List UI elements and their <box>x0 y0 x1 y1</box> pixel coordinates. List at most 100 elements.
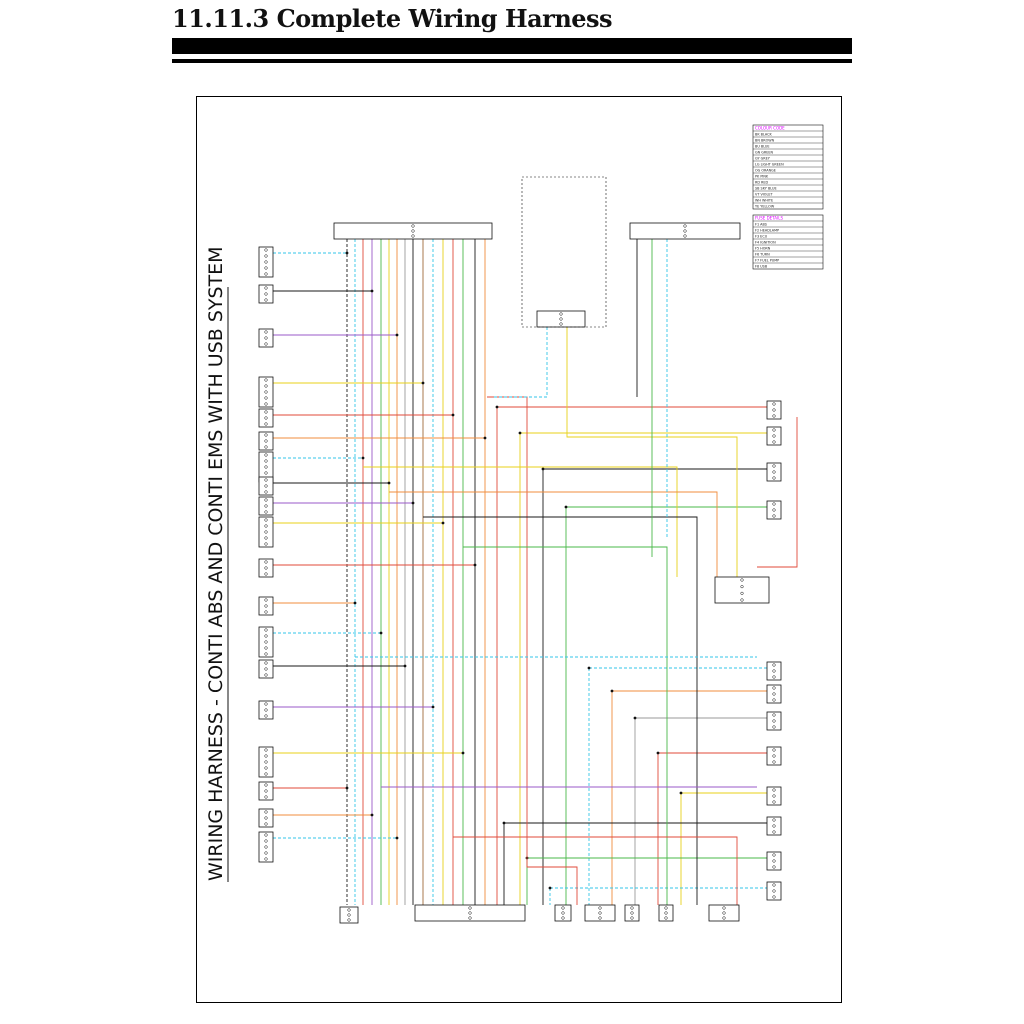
table-cell: BU BLUE <box>755 144 770 148</box>
left-connector <box>258 831 274 863</box>
table-cell: BN BROWN <box>755 138 775 142</box>
wire-junction <box>395 836 399 840</box>
table-cell: F5 HORN <box>755 246 771 250</box>
ecu-connector-strip <box>714 576 770 604</box>
connector-pin <box>264 857 268 861</box>
connector-pin <box>722 916 726 920</box>
connector-pin <box>264 330 268 334</box>
tail-lamp-box <box>521 176 607 328</box>
connector-pin <box>772 788 776 792</box>
connector-pin <box>630 911 634 915</box>
connector-pin <box>264 789 268 793</box>
connector-pin <box>264 754 268 758</box>
cross-wire <box>492 327 548 398</box>
connector-pin <box>264 484 268 488</box>
connector-pin <box>264 560 268 564</box>
left-connector <box>258 596 274 616</box>
connector-pin <box>772 692 776 696</box>
connector-pin <box>264 839 268 843</box>
table-cell: VT VIOLET <box>755 192 773 196</box>
table-cell: PK PINK <box>755 174 769 178</box>
connector-pin <box>411 229 415 233</box>
connector-pin <box>264 510 268 514</box>
connector-pin <box>772 675 776 679</box>
connector-pin <box>264 566 268 570</box>
right-connector <box>766 462 782 482</box>
wire-junction <box>633 716 637 720</box>
connector-pin <box>561 916 565 920</box>
connector-pin <box>772 408 776 412</box>
connector-pin <box>772 464 776 468</box>
bottom-connector <box>708 904 740 922</box>
connector-pin <box>264 708 268 712</box>
cross-wire <box>757 417 798 568</box>
connector-pin <box>264 661 268 665</box>
diagram-title: WIRING HARNESS - CONTI ABS AND CONTI EMS… <box>205 246 227 881</box>
connector-pin <box>264 260 268 264</box>
cross-wire <box>463 546 668 905</box>
wire-junction <box>379 631 383 635</box>
wiring-diagram: WIRING HARNESS - CONTI ABS AND CONTI EMS… <box>205 124 824 924</box>
wire-junction <box>502 821 506 825</box>
right-connector <box>766 684 782 704</box>
wire-junction <box>679 791 683 795</box>
wire-junction <box>441 521 445 525</box>
connector-pin <box>264 795 268 799</box>
connector-pin <box>683 229 687 233</box>
connector-pin <box>264 286 268 290</box>
bottom-connector <box>584 904 616 922</box>
connector-pin <box>630 916 634 920</box>
wire-junction <box>483 436 487 440</box>
wire-junction <box>387 481 391 485</box>
left-connector <box>258 408 274 428</box>
connector-pin <box>722 906 726 910</box>
wire-junction <box>518 431 522 435</box>
right-connector <box>766 711 782 731</box>
bottom-connector <box>339 906 359 924</box>
left-connector <box>258 626 274 658</box>
cross-wire <box>423 516 698 905</box>
left-connector <box>258 496 274 516</box>
connector-pin <box>264 598 268 602</box>
top-connector-main <box>333 222 493 240</box>
connector-pin <box>740 578 744 582</box>
wire-junction <box>610 689 614 693</box>
connector-pin <box>264 378 268 382</box>
connector-pin <box>772 514 776 518</box>
connector-pin <box>772 865 776 869</box>
connector-pin <box>772 669 776 673</box>
connector-pin <box>630 906 634 910</box>
connector-pin <box>772 508 776 512</box>
left-connector <box>258 476 274 496</box>
wire-junction <box>451 413 455 417</box>
connector-pin <box>264 439 268 443</box>
connector-pin <box>264 465 268 469</box>
table-cell: WH WHITE <box>755 198 773 202</box>
wire-junction <box>361 456 365 460</box>
connector-pin <box>559 317 563 321</box>
connector-pin <box>264 542 268 546</box>
connector-pin <box>772 859 776 863</box>
wire-junction <box>541 467 545 471</box>
table-header: FUSE DETAILS <box>755 216 783 221</box>
table-cell: YE YELLOW <box>755 204 775 208</box>
connector-pin <box>559 312 563 316</box>
connector-pin <box>772 889 776 893</box>
table-cell: GY GREY <box>755 156 771 160</box>
bottom-connector <box>624 904 640 922</box>
wire-junction <box>587 666 591 670</box>
connector-pin <box>772 818 776 822</box>
connector-pin <box>264 390 268 394</box>
connector-pin <box>772 800 776 804</box>
top-connector-right <box>629 222 741 240</box>
table-cell: F7 FUEL PUMP <box>755 258 779 262</box>
left-connector <box>258 700 274 720</box>
left-connector <box>258 659 274 679</box>
right-connector <box>766 786 782 806</box>
connector-pin <box>264 822 268 826</box>
connector-pin <box>347 918 351 922</box>
connector-pin <box>740 598 744 602</box>
connector-pin <box>264 530 268 534</box>
connector-pin <box>264 272 268 276</box>
